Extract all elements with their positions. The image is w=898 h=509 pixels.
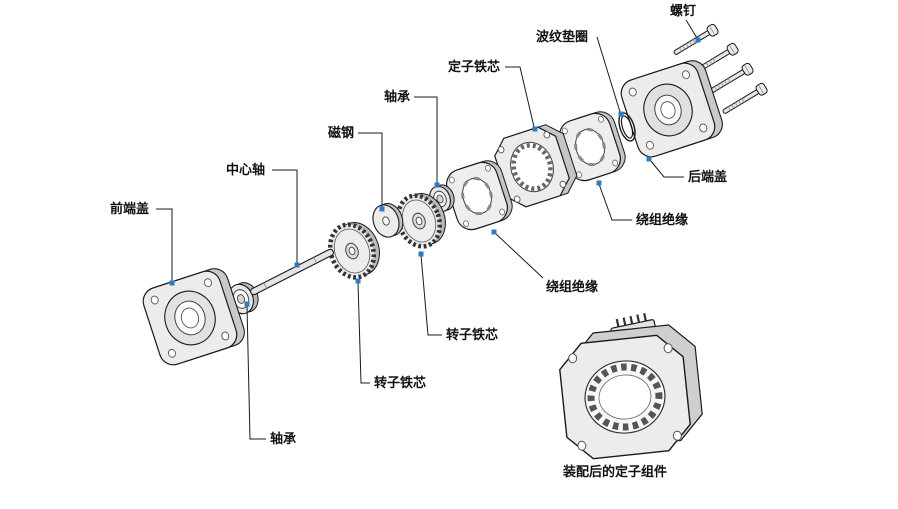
screw-icon: [722, 82, 768, 114]
label-wave-washer: 波纹垫圈: [536, 29, 589, 44]
label-bearing-bottom: 轴承: [270, 431, 297, 446]
label-winding-insulation-right: 绕组绝缘: [636, 212, 689, 227]
part-assembled-stator: [559, 312, 703, 460]
part-rear-end-cover: [620, 60, 723, 158]
leader-lines: [156, 19, 698, 440]
label-winding-insulation-mid: 绕组绝缘: [546, 279, 599, 294]
caption-assembled-stator: 装配后的定子组件: [563, 464, 668, 479]
label-stator-core: 定子铁芯: [448, 59, 501, 74]
part-rotor-core-2: [395, 193, 446, 249]
part-winding-insulation-front: [445, 160, 513, 231]
label-bearing-top: 轴承: [384, 89, 411, 104]
label-rotor-core-mid: 转子铁芯: [446, 327, 499, 342]
part-front-end-cover: [142, 268, 245, 366]
label-magnet: 磁钢: [328, 125, 355, 140]
part-winding-insulation-rear: [558, 111, 626, 182]
part-screws: [673, 23, 768, 114]
label-front-cover: 前端盖: [110, 201, 150, 216]
screw-icon: [673, 23, 719, 55]
part-stator-core: [494, 124, 578, 208]
label-screw: 螺钉: [670, 3, 697, 18]
leader-dots: [169, 37, 701, 307]
label-center-shaft: 中心轴: [226, 162, 266, 177]
part-center-shaft: [250, 248, 334, 296]
part-rotor-core-1: [327, 222, 380, 280]
screw-icon: [708, 62, 754, 94]
part-magnet: [372, 203, 404, 238]
label-rotor-core-left: 转子铁芯: [374, 375, 427, 390]
label-rear-cover: 后端盖: [688, 169, 728, 184]
